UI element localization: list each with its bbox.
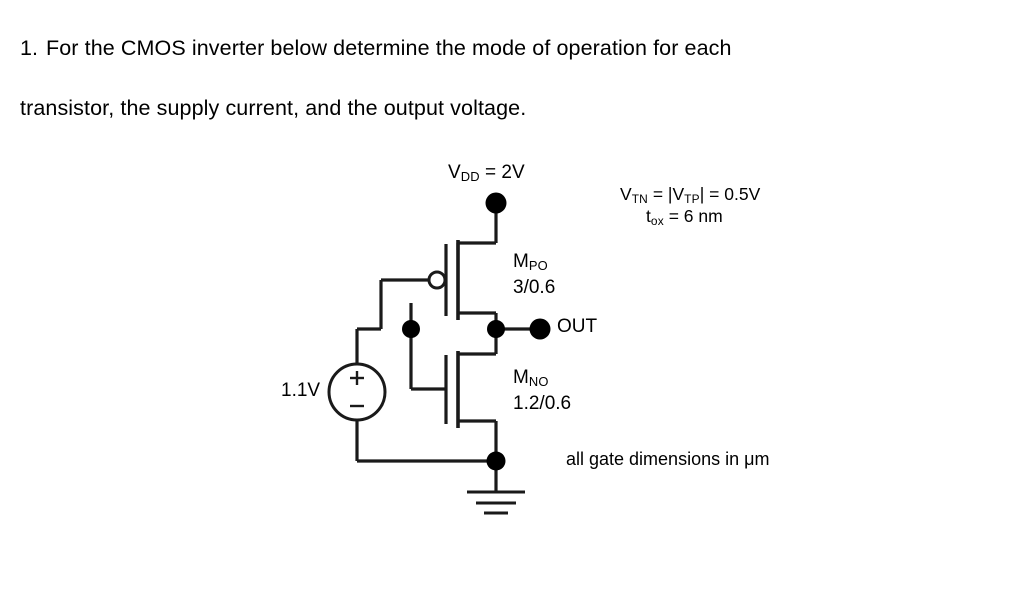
- pmos-label: MPO: [513, 251, 548, 274]
- vtn-base: V: [620, 184, 632, 204]
- pmos-label-base: M: [513, 251, 529, 272]
- out-junction-dot: [487, 320, 505, 338]
- problem-statement: 1. For the CMOS inverter below determine …: [20, 18, 995, 138]
- out-terminal-dot: [529, 318, 551, 340]
- problem-text-line-1: For the CMOS inverter below determine th…: [46, 36, 732, 60]
- pmos-dimensions: 3/0.6: [513, 277, 556, 298]
- nmos-label: MNO: [513, 367, 549, 390]
- vtp-base: V: [672, 184, 685, 204]
- vtn-subscript: TN: [631, 192, 648, 207]
- vdd-base: V: [448, 162, 461, 183]
- nmos-label-base: M: [513, 367, 529, 388]
- input-junction-dot: [402, 320, 420, 338]
- output-node-label: OUT: [557, 316, 598, 337]
- input-source-value: 1.1V: [281, 380, 321, 401]
- problem-text-line-2: transistor, the supply current, and the …: [20, 96, 527, 120]
- units-note: all gate dimensions in μm: [566, 449, 770, 469]
- vdd-subscript: DD: [460, 169, 480, 185]
- vdd-terminal-dot: [485, 192, 507, 214]
- vdd-value: 2V: [501, 162, 525, 183]
- tox-value: = 6 nm: [663, 205, 723, 226]
- nmos-dimensions: 1.2/0.6: [513, 393, 572, 414]
- problem-line-2: transistor, the supply current, and the …: [20, 78, 995, 138]
- vdd-equals: =: [485, 162, 497, 183]
- nmos-label-subscript: NO: [528, 374, 549, 390]
- problem-number: 1.: [20, 36, 39, 60]
- ground-junction-dot: [486, 451, 506, 471]
- tox-subscript: ox: [650, 213, 664, 228]
- oxide-thickness-line: tox = 6 nm: [646, 205, 760, 228]
- problem-line-1: 1. For the CMOS inverter below determine …: [20, 18, 995, 78]
- threshold-eq1: = |: [647, 184, 673, 204]
- tox-base: t: [646, 205, 651, 226]
- pmos-gate-bubble-icon: [427, 270, 447, 290]
- device-parameters: VTN = |VTP| = 0.5V tox = 6 nm: [620, 184, 761, 228]
- threshold-eq2: | = 0.5V: [699, 184, 761, 204]
- threshold-voltage-line: VTN = |VTP| = 0.5V: [620, 184, 761, 207]
- vtp-subscript: TP: [684, 192, 700, 207]
- vdd-label: VDD = 2V: [448, 162, 525, 185]
- pmos-label-subscript: PO: [528, 258, 548, 274]
